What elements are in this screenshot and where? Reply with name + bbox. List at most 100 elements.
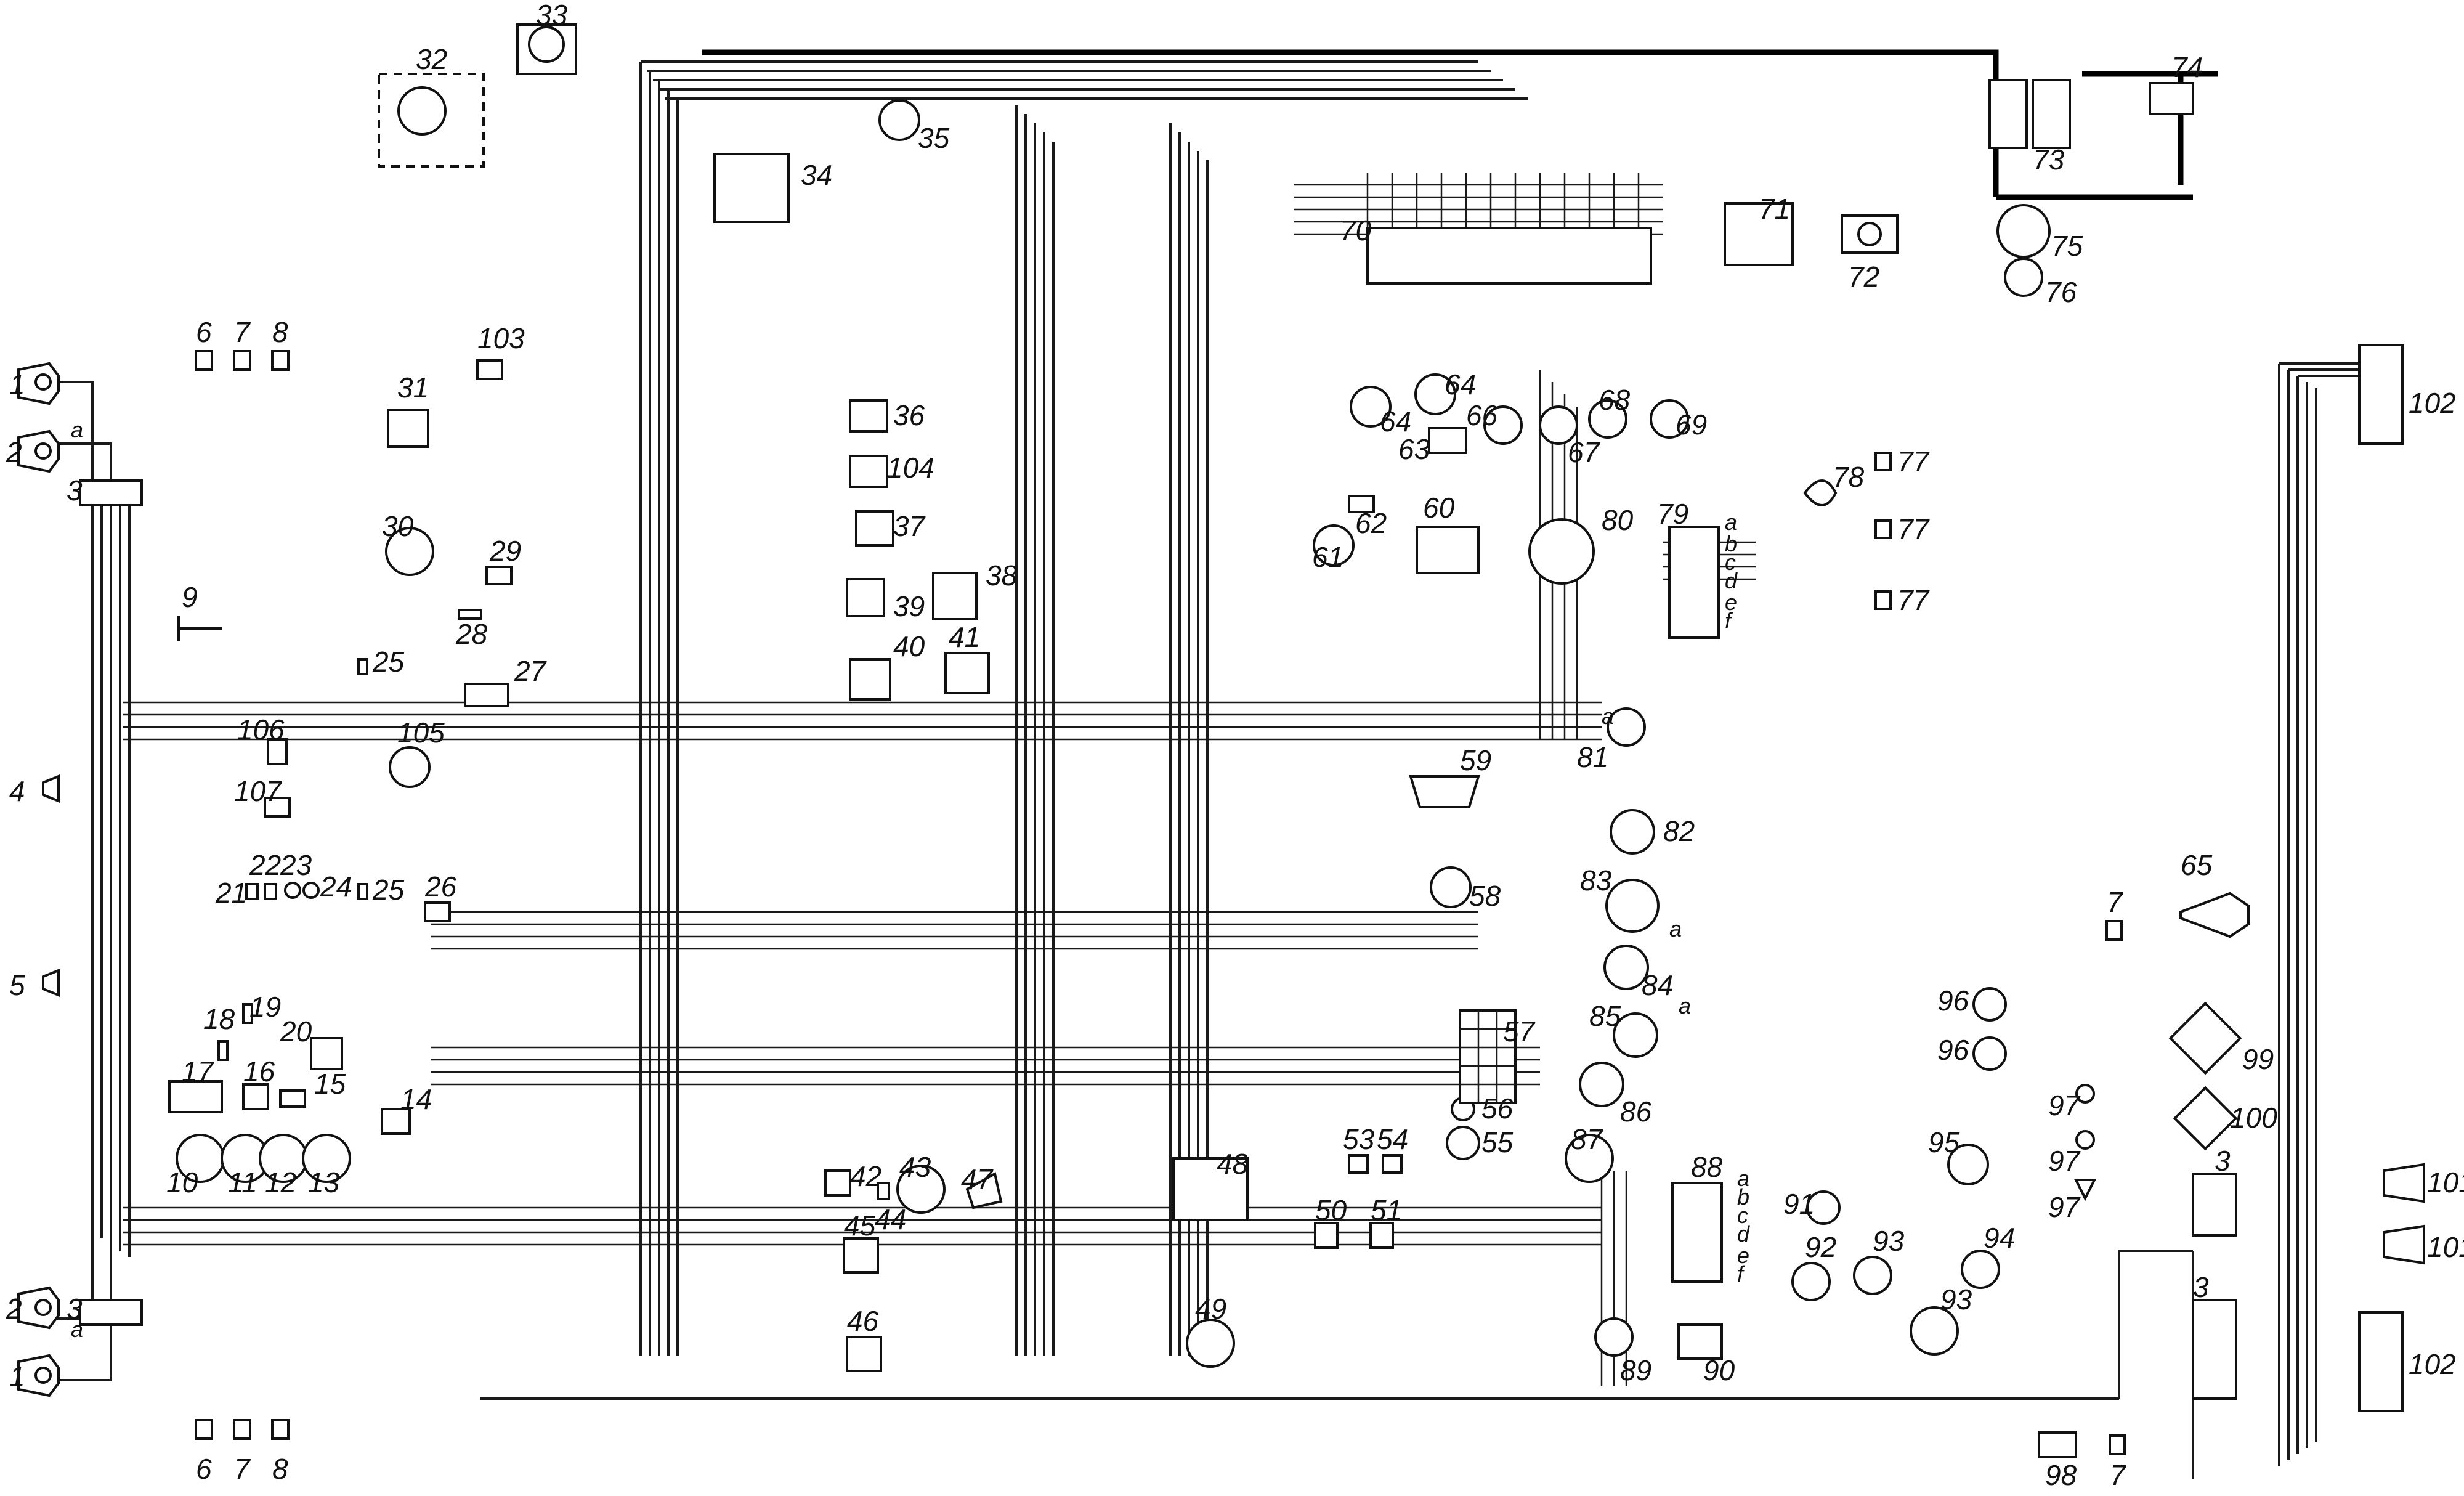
label-48: 48 (1217, 1148, 1249, 1180)
component-23 (284, 882, 301, 899)
connector-100 (2173, 1086, 2238, 1151)
connector-3-right-bottom (2192, 1299, 2237, 1400)
label-78: 78 (1833, 461, 1865, 493)
sub-a-79: a (1725, 510, 1737, 535)
component-47 (965, 1171, 1003, 1209)
label-1-top: 1 (9, 368, 25, 400)
relay-34 (713, 153, 790, 223)
label-84: 84 (1642, 969, 1673, 1001)
label-16: 16 (243, 1055, 275, 1087)
connector-3-right-top (2192, 1173, 2237, 1237)
relay-38 (932, 572, 978, 620)
label-61: 61 (1312, 541, 1343, 573)
label-102-bottom: 102 (2409, 1348, 2456, 1380)
label-71: 71 (1759, 193, 1790, 225)
label-25-top: 25 (372, 646, 405, 678)
label-96-b: 96 (1937, 1034, 1969, 1066)
label-15: 15 (314, 1068, 346, 1100)
label-92: 92 (1805, 1231, 1836, 1263)
component-27 (464, 683, 509, 707)
label-28: 28 (455, 618, 488, 650)
relay-46 (846, 1336, 882, 1372)
component-97-a (2075, 1084, 2095, 1104)
sub-e-79: e (1725, 590, 1737, 615)
label-94: 94 (1984, 1222, 2015, 1254)
label-77-b: 77 (1897, 513, 1930, 545)
label-43: 43 (899, 1151, 931, 1183)
label-8-bottom: 8 (272, 1453, 288, 1485)
label-13: 13 (308, 1166, 340, 1198)
label-59: 59 (1460, 744, 1491, 776)
lamp-30 (385, 527, 434, 576)
tail-lamp-102-bottom (2358, 1311, 2404, 1412)
component-97-b (2075, 1130, 2095, 1150)
label-107: 107 (234, 775, 282, 807)
label-4: 4 (9, 775, 25, 807)
gauge-68 (1588, 399, 1627, 439)
sensor-7-bottom (233, 1419, 251, 1440)
label-45: 45 (844, 1209, 876, 1242)
label-106: 106 (237, 713, 285, 746)
label-97-b: 97 (2048, 1145, 2081, 1177)
relay-41 (944, 652, 990, 694)
gauge-58 (1430, 866, 1472, 908)
lamp-101-b (2383, 1224, 2425, 1265)
gauge-75 (1996, 204, 2051, 258)
component-97-c (2073, 1179, 2097, 1201)
gauge-43 (896, 1165, 946, 1214)
sub-a-88: a (1737, 1166, 1749, 1191)
component-90 (1677, 1323, 1723, 1360)
label-44: 44 (875, 1203, 906, 1235)
label-41: 41 (949, 621, 980, 653)
component-51 (1369, 1222, 1394, 1249)
label-53: 53 (1343, 1123, 1375, 1155)
label-36: 36 (893, 399, 925, 431)
label-97-a: 97 (2048, 1089, 2081, 1121)
label-104: 104 (887, 452, 934, 484)
component-98 (2038, 1431, 2077, 1458)
component-44 (877, 1182, 890, 1200)
component-62 (1348, 495, 1375, 513)
label-64-left: 64 (1380, 405, 1411, 437)
relay-26 (424, 901, 451, 922)
label-95: 95 (1928, 1126, 1960, 1158)
label-83: 83 (1580, 864, 1612, 896)
label-47: 47 (961, 1163, 994, 1195)
label-76: 76 (2045, 276, 2077, 308)
component-74 (2149, 82, 2194, 115)
component-20 (310, 1037, 343, 1070)
component-16 (242, 1083, 269, 1110)
gauge-82 (1610, 809, 1655, 855)
label-64-right: 64 (1445, 368, 1476, 400)
sub-a-top-left: a (71, 417, 83, 442)
label-74: 74 (2171, 51, 2203, 83)
component-14 (381, 1108, 411, 1135)
label-66: 66 (1466, 399, 1498, 431)
label-80: 80 (1602, 504, 1634, 536)
gauge-69 (1650, 399, 1689, 439)
label-75: 75 (2051, 230, 2083, 262)
label-3-top: 3 (67, 474, 83, 506)
gauge-67 (1539, 405, 1578, 445)
tail-lamp-102-top (2358, 344, 2404, 445)
label-62: 62 (1355, 507, 1387, 539)
component-50 (1314, 1222, 1339, 1249)
horn-5 (42, 969, 60, 997)
relay-36 (849, 399, 888, 433)
label-55: 55 (1481, 1126, 1514, 1158)
label-14: 14 (400, 1083, 432, 1115)
sub-labels: a a a b c d e f a a a a b c d e f (71, 417, 1750, 1342)
components (17, 23, 2425, 1458)
sensor-77-a (1874, 452, 1892, 471)
label-23: 23 (280, 849, 312, 881)
label-57: 57 (1503, 1015, 1536, 1047)
label-101-a: 101 (2427, 1166, 2464, 1198)
sensor-7-bottom-right (2109, 1434, 2126, 1455)
component-22 (264, 883, 277, 900)
label-103: 103 (477, 322, 525, 354)
label-86: 86 (1620, 1096, 1652, 1128)
label-3-right-top: 3 (2215, 1145, 2231, 1177)
sensor-6-bottom (195, 1419, 213, 1440)
gauge-81 (1607, 707, 1646, 747)
